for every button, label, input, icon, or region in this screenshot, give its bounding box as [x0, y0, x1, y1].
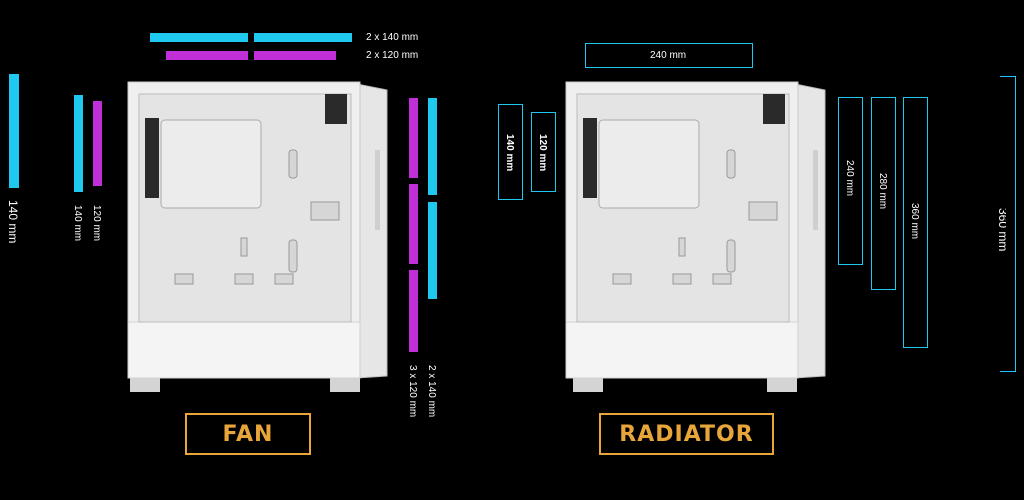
top-radiator-240-box — [585, 43, 753, 68]
radiator-title: RADIATOR — [619, 421, 754, 447]
pc-case-fan-view — [127, 81, 388, 392]
top-fan-140-label: 2 x 140 mm — [366, 32, 419, 43]
front-radiator-280-label: 280 mm — [877, 173, 888, 210]
top-radiator-240-label: 240 mm — [650, 50, 687, 61]
edge-radiator-label: 360 mm — [996, 208, 1010, 252]
rear-140-label: 140 mm — [72, 205, 83, 242]
front-120-label: 3 x 120 mm — [407, 365, 418, 418]
outer-140-label: 140 mm — [6, 200, 20, 244]
top-fan-120-bar-2 — [254, 51, 336, 60]
rear-radiator-120-box — [531, 112, 556, 192]
rear-140-bar — [74, 95, 83, 192]
edge-radiator-bracket — [1000, 76, 1016, 372]
pc-case-radiator-view — [565, 81, 826, 392]
top-fan-140-bar-1 — [150, 33, 248, 42]
front-radiator-360-label: 360 mm — [909, 203, 920, 240]
front-radiator-240-label: 240 mm — [844, 160, 855, 197]
rear-radiator-140-label: 140 mm — [504, 134, 515, 172]
rear-120-bar — [93, 101, 102, 186]
front-140-label: 2 x 140 mm — [426, 365, 437, 418]
front-120-bar-2 — [409, 184, 418, 264]
radiator-title-box: RADIATOR — [599, 413, 774, 455]
rear-radiator-120-label: 120 mm — [537, 134, 548, 172]
outer-140-bar — [9, 74, 19, 188]
front-120-bar-1 — [409, 98, 418, 178]
rear-120-label: 120 mm — [91, 205, 102, 242]
front-140-bar-2 — [428, 202, 437, 299]
fan-title-box: FAN — [185, 413, 311, 455]
top-fan-120-bar-1 — [166, 51, 248, 60]
front-radiator-240-box — [838, 97, 863, 265]
front-140-bar-1 — [428, 98, 437, 195]
rear-radiator-140-box — [498, 104, 523, 200]
front-120-bar-3 — [409, 270, 418, 352]
front-radiator-280-box — [871, 97, 896, 290]
front-radiator-360-box — [903, 97, 928, 348]
top-fan-140-bar-2 — [254, 33, 352, 42]
fan-title: FAN — [222, 421, 274, 447]
top-fan-120-label: 2 x 120 mm — [366, 50, 419, 61]
